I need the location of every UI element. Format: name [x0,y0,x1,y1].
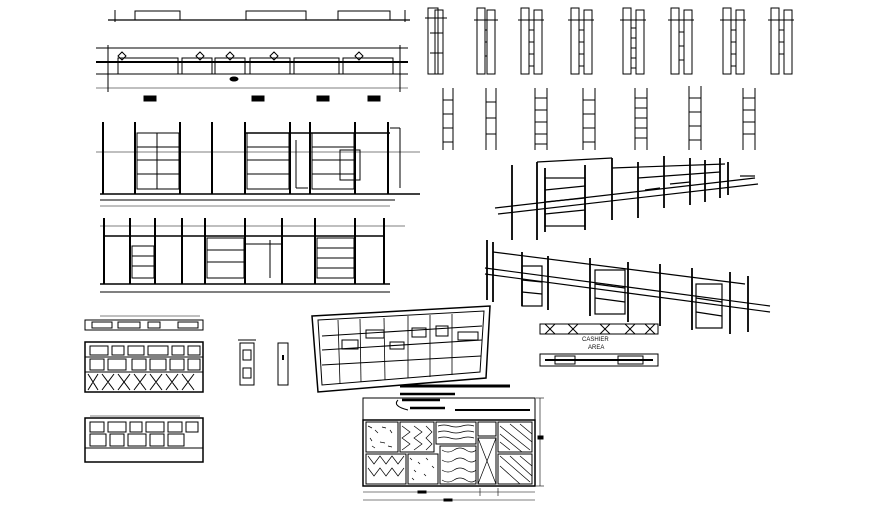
display-unit-elevation-1 [84,341,204,393]
display-unit-plan [84,315,204,331]
rack-elevation-lower [100,218,405,293]
cashier-label-line1: CASHIER [582,337,609,343]
cashier-label-line2: AREA [588,345,604,351]
display-unit-elevation-2 [84,415,204,463]
side-section-details [238,339,289,386]
top-plan-strip [108,10,410,22]
front-elevation-strip [96,45,408,102]
cashier-area-plan: CASHIER AREA [539,323,659,367]
ladder-side-views [442,86,756,150]
rack-elevation-upper [96,122,420,207]
rack-section-row [425,7,794,75]
material-elevation-panel [362,384,544,502]
perspective-rack-lower [484,240,771,334]
perspective-wall-display [311,305,491,393]
perspective-rack-upper [494,156,759,240]
